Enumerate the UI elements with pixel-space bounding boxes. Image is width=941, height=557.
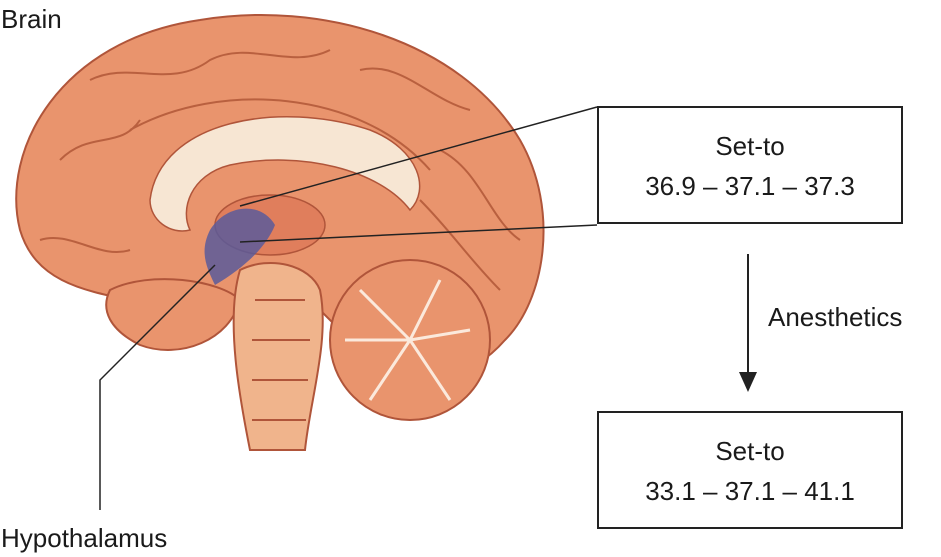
cerebellum-folia [345, 279, 471, 401]
brainstem [232, 262, 324, 451]
brainstem-lines [252, 299, 310, 421]
pointer-line-top [239, 106, 598, 207]
anesthetics-label: Anesthetics [768, 302, 903, 332]
setpoint-box-after: Set-to 33.1 – 37.1 – 41.1 [597, 411, 903, 529]
hypothalamus-region [204, 208, 275, 285]
temporal-lobe [105, 278, 242, 351]
arrow-head [739, 372, 757, 392]
setpoint-title: Set-to [715, 131, 785, 161]
corpus-callosum [149, 116, 421, 232]
setpoint-range: 36.9 – 37.1 – 37.3 [645, 171, 855, 201]
setpoint-box-before: Set-to 36.9 – 37.1 – 37.3 [597, 106, 903, 224]
hypothalamus-pointer [99, 264, 216, 510]
hypothalamus-label: Hypothalamus [1, 523, 168, 553]
setpoint-range: 33.1 – 37.1 – 41.1 [645, 476, 855, 506]
setpoint-title: Set-to [715, 436, 785, 466]
gyri-lines [39, 49, 521, 291]
brain-label: Brain [1, 4, 62, 34]
pointer-line-bottom [239, 224, 598, 243]
